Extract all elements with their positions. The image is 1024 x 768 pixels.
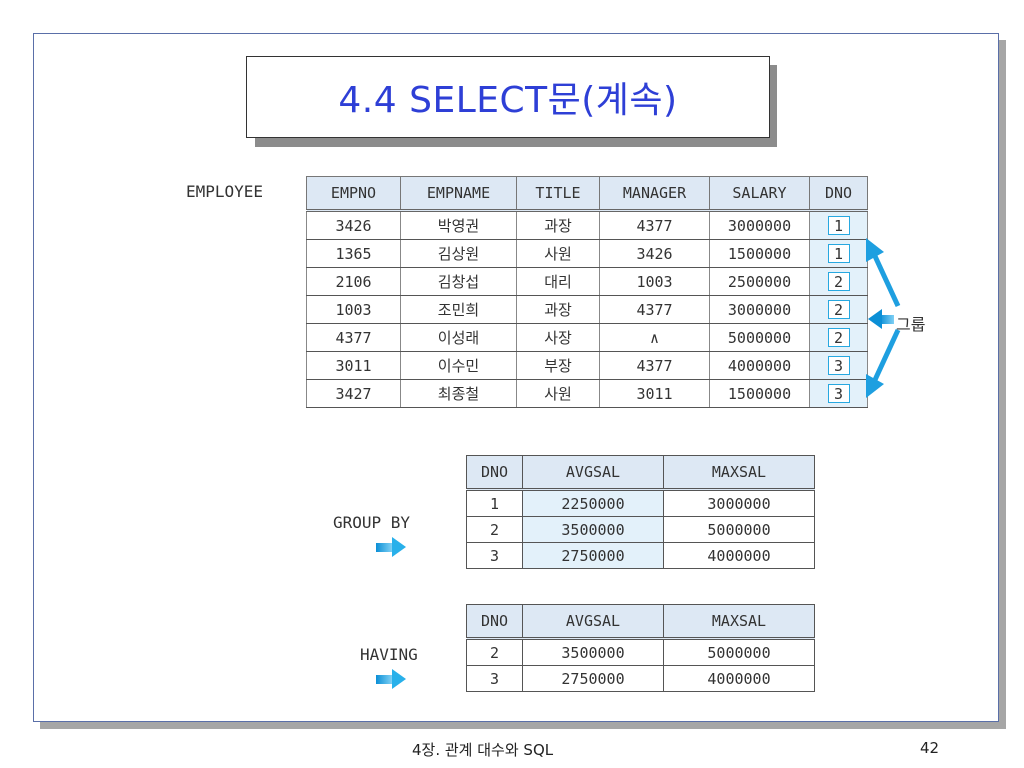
right-arrow-icon: [376, 537, 406, 557]
diagonal-arrow-icon: [866, 328, 901, 398]
table-cell: 사장: [516, 323, 600, 352]
group-by-column-header: MAXSAL: [663, 455, 815, 491]
slide-title: 4.4 SELECT문(계속): [338, 80, 678, 121]
dno-value: 1: [827, 216, 850, 235]
group-by-header-row: DNO AVGSAL MAXSAL: [466, 455, 815, 491]
group-by-column-header: AVGSAL: [522, 455, 664, 491]
left-arrow-icon: [868, 309, 894, 329]
dno-cell: 2: [809, 295, 868, 324]
employee-column-header: SALARY: [709, 176, 810, 212]
table-row: 3011 이수민 부장 4377 4000000 3: [306, 351, 868, 380]
table-cell: 4377: [599, 351, 710, 380]
employee-column-header: TITLE: [516, 176, 600, 212]
table-cell: 김상원: [400, 239, 517, 268]
table-row: 3426 박영권 과장 4377 3000000 1: [306, 210, 868, 240]
dno-value: 3: [827, 356, 850, 375]
table-cell: 박영권: [400, 210, 517, 240]
title-box: 4.4 SELECT문(계속): [246, 56, 770, 138]
table-cell: 4000000: [663, 542, 815, 569]
table-cell: 부장: [516, 351, 600, 380]
table-cell: 2: [466, 516, 523, 543]
table-cell: 1003: [599, 267, 710, 296]
dno-value: 3: [827, 384, 850, 403]
table-cell: 4377: [599, 295, 710, 324]
table-cell: 사원: [516, 379, 600, 408]
table-cell: ∧: [599, 323, 710, 352]
dno-value: 1: [827, 244, 850, 263]
dno-value: 2: [827, 272, 850, 291]
table-cell: 5000000: [709, 323, 810, 352]
table-cell: 2750000: [522, 542, 664, 569]
table-cell: 김창섭: [400, 267, 517, 296]
dno-cell: 3: [809, 351, 868, 380]
table-cell: 2106: [306, 267, 401, 296]
table-cell: 3500000: [522, 638, 664, 666]
table-cell: 3000000: [709, 295, 810, 324]
group-by-label: GROUP BY: [333, 513, 411, 532]
table-cell: 3: [466, 542, 523, 569]
slide-footer: 4장. 관계 대수와 SQL: [412, 741, 554, 759]
table-cell: 1365: [306, 239, 401, 268]
table-cell: 2750000: [522, 665, 664, 692]
table-cell: 2500000: [709, 267, 810, 296]
having-column-header: DNO: [466, 604, 523, 640]
table-cell: 4377: [599, 210, 710, 240]
employee-table: EMPNO EMPNAME TITLE MANAGER SALARY DNO 3…: [306, 176, 868, 408]
diagonal-arrow-icon: [866, 238, 901, 308]
table-cell: 3427: [306, 379, 401, 408]
group-by-column-header: DNO: [466, 455, 523, 491]
table-cell: 3426: [306, 210, 401, 240]
table-cell: 1500000: [709, 379, 810, 408]
dno-cell: 2: [809, 323, 868, 352]
table-cell: 이수민: [400, 351, 517, 380]
table-cell: 3011: [599, 379, 710, 408]
table-cell: 2250000: [522, 489, 664, 517]
having-label: HAVING: [360, 645, 418, 664]
table-row: 3427 최종철 사원 3011 1500000 3: [306, 379, 868, 408]
table-cell: 3500000: [522, 516, 664, 543]
table-cell: 4000000: [663, 665, 815, 692]
page-number: 42: [920, 739, 940, 757]
having-column-header: MAXSAL: [663, 604, 815, 640]
employee-header-row: EMPNO EMPNAME TITLE MANAGER SALARY DNO: [306, 176, 868, 212]
having-header-row: DNO AVGSAL MAXSAL: [466, 604, 815, 640]
employee-column-header: EMPNAME: [400, 176, 517, 212]
dno-value: 2: [827, 328, 850, 347]
table-cell: 이성래: [400, 323, 517, 352]
right-arrow-icon: [376, 669, 406, 689]
table-row: 2106 김창섭 대리 1003 2500000 2: [306, 267, 868, 296]
employee-column-header: MANAGER: [599, 176, 710, 212]
table-cell: 4000000: [709, 351, 810, 380]
having-column-header: AVGSAL: [522, 604, 664, 640]
table-cell: 최종철: [400, 379, 517, 408]
employee-column-header: DNO: [809, 176, 868, 212]
group-by-table: DNO AVGSAL MAXSAL 1 2250000 3000000 2 35…: [466, 455, 815, 569]
having-table: DNO AVGSAL MAXSAL 2 3500000 5000000 3 27…: [466, 604, 815, 692]
table-cell: 3011: [306, 351, 401, 380]
table-cell: 과장: [516, 295, 600, 324]
dno-cell: 1: [809, 210, 868, 240]
dno-cell: 2: [809, 267, 868, 296]
table-row: 4377 이성래 사장 ∧ 5000000 2: [306, 323, 868, 352]
employee-table-label: EMPLOYEE: [186, 182, 264, 201]
table-cell: 1003: [306, 295, 401, 324]
table-cell: 4377: [306, 323, 401, 352]
dno-value: 2: [827, 300, 850, 319]
table-row: 3 2750000 4000000: [466, 542, 815, 569]
table-row: 1365 김상원 사원 3426 1500000 1: [306, 239, 868, 268]
table-row: 3 2750000 4000000: [466, 665, 815, 692]
table-row: 2 3500000 5000000: [466, 516, 815, 543]
table-cell: 조민희: [400, 295, 517, 324]
table-cell: 과장: [516, 210, 600, 240]
table-row: 1 2250000 3000000: [466, 489, 815, 517]
table-cell: 3000000: [709, 210, 810, 240]
table-cell: 대리: [516, 267, 600, 296]
table-cell: 3000000: [663, 489, 815, 517]
table-row: 1003 조민희 과장 4377 3000000 2: [306, 295, 868, 324]
table-cell: 1500000: [709, 239, 810, 268]
group-annotation: 그룹: [896, 315, 926, 334]
